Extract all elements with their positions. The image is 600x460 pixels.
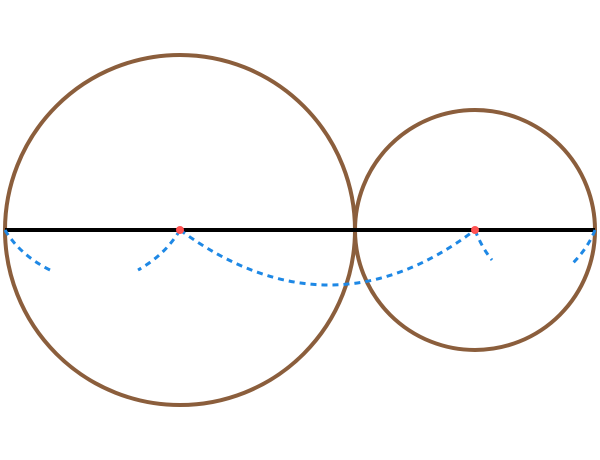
arc-between-centers bbox=[179, 228, 476, 287]
arc-right-center bbox=[473, 229, 494, 261]
center-point-large bbox=[176, 226, 184, 234]
center-point-small bbox=[471, 226, 479, 234]
arc-left-endpoint bbox=[3, 229, 51, 272]
arc-right-endpoint bbox=[570, 229, 597, 266]
arc-left-center bbox=[137, 229, 182, 272]
